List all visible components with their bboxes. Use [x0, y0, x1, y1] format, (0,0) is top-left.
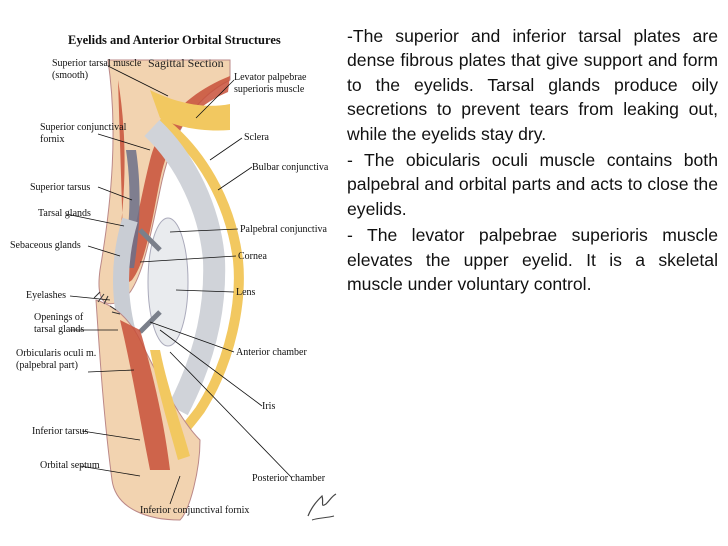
label-levator-palpebrae: Levator palpebrae: [234, 72, 307, 83]
label-bulbar-conjunctiva: Bulbar conjunctiva: [252, 162, 329, 173]
label-sclera: Sclera: [244, 132, 269, 143]
label-smooth: (smooth): [52, 70, 89, 81]
eyelid-sagittal-diagram: [65, 59, 293, 521]
label-superioris-muscle: superioris muscle: [234, 84, 305, 95]
label-tarsal-glands-openings: tarsal glands: [34, 324, 85, 335]
figure-title: Eyelids and Anterior Orbital Structures: [68, 33, 281, 47]
label-superior-tarsal-muscle: Superior tarsal muscle: [52, 58, 142, 69]
label-fornix: fornix: [40, 134, 65, 145]
label-iris: Iris: [262, 401, 276, 412]
label-posterior-chamber: Posterior chamber: [252, 473, 326, 484]
paragraph-tarsal-plates: -The superior and inferior tarsal plates…: [347, 26, 718, 144]
label-superior-tarsus: Superior tarsus: [30, 182, 91, 193]
label-inferior-tarsus: Inferior tarsus: [32, 426, 89, 437]
paragraph-levator: - The levator palpebrae superioris muscl…: [347, 225, 718, 295]
label-orbital-septum: Orbital septum: [40, 460, 100, 471]
section-label: Sagittal Section: [148, 56, 224, 70]
label-openings-of: Openings of: [34, 312, 84, 323]
label-lens: Lens: [236, 287, 256, 298]
anatomy-figure: Eyelids and Anterior Orbital Structures …: [0, 0, 340, 546]
label-palpebral-part: (palpebral part): [16, 360, 78, 371]
text-panel: -The superior and inferior tarsal plates…: [347, 24, 718, 298]
label-cornea: Cornea: [238, 251, 267, 262]
label-sebaceous-glands: Sebaceous glands: [10, 240, 81, 251]
label-eyelashes: Eyelashes: [26, 290, 66, 301]
paragraph-orbicularis: - The obicularis oculi muscle contains b…: [347, 150, 718, 219]
label-orbicularis-oculi: Orbicularis oculi m.: [16, 348, 97, 359]
label-inferior-conjunctival-fornix: Inferior conjunctival fornix: [140, 505, 250, 516]
label-palpebral-conjunctiva: Palpebral conjunctiva: [240, 224, 327, 235]
signature-watermark: [307, 493, 337, 521]
label-superior-conjunctival: Superior conjunctival: [40, 122, 127, 133]
label-anterior-chamber: Anterior chamber: [236, 347, 307, 358]
label-tarsal-glands: Tarsal glands: [38, 208, 91, 219]
